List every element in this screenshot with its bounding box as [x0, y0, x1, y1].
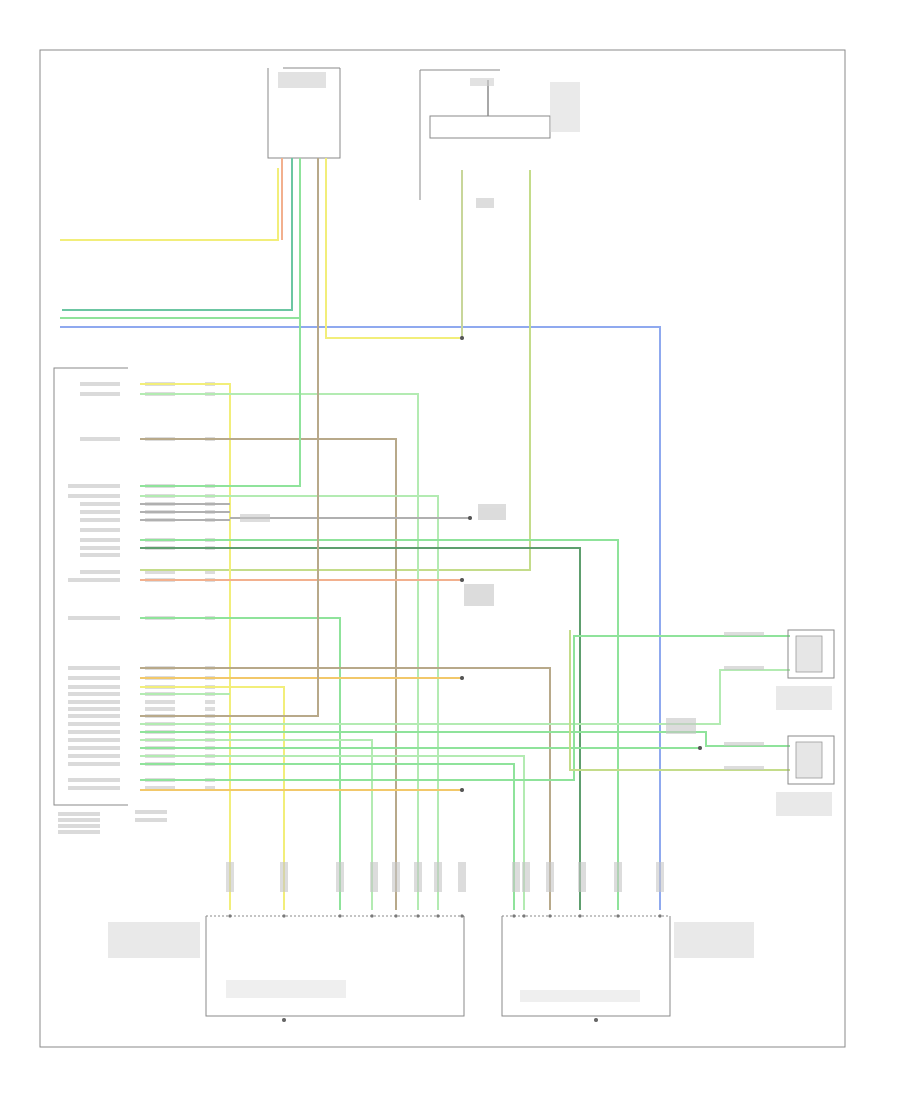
top-right-relay-component — [419, 69, 580, 200]
top-left-sensor-component — [267, 67, 341, 159]
splice-labels — [240, 198, 506, 606]
splice-points — [460, 336, 702, 792]
tcm-wires — [140, 158, 790, 910]
tcm-bracket — [53, 367, 128, 806]
transmission-range-sensor — [501, 915, 754, 1022]
tcm-pin-labels — [58, 382, 167, 834]
bottom-connector-labels — [226, 862, 664, 892]
right-wire-labels — [666, 632, 764, 770]
top-wires — [60, 158, 661, 910]
solenoid-pressure-switch-assembly — [108, 915, 465, 1022]
input-speed-sensor — [776, 735, 835, 816]
diagram-frame — [39, 49, 846, 1048]
wire-code-labels — [145, 382, 215, 790]
relay-wires — [140, 170, 531, 571]
bottom-connector-pins — [228, 914, 662, 918]
output-speed-sensor — [776, 629, 835, 710]
